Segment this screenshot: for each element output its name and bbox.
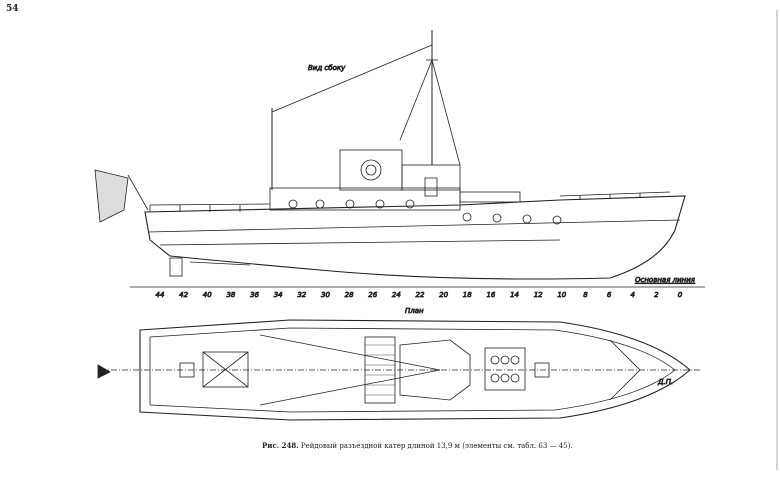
plan-label: План: [405, 307, 424, 315]
frame-number: 34: [274, 291, 283, 299]
liferafts: [490, 355, 520, 383]
wheelhouse: [339, 149, 403, 191]
frame-number: 36: [250, 291, 259, 299]
liferaft-rack: [484, 347, 526, 391]
frame-number: 28: [345, 291, 354, 299]
stern-flag-icon: [97, 364, 111, 379]
forward-hatch: [459, 191, 521, 203]
flagstaff: [127, 174, 149, 211]
rubbing-strake: [159, 239, 561, 246]
frame-number: 12: [534, 291, 543, 299]
deckhouse: [401, 164, 461, 191]
grating: [364, 336, 396, 404]
page-number: 54: [6, 4, 19, 14]
frame-number: 16: [486, 291, 495, 299]
frame-number: 10: [557, 291, 566, 299]
frame-number: 32: [297, 291, 306, 299]
centerline-label: Д.П.: [657, 378, 673, 386]
figure-number: Рис. 248.: [262, 441, 299, 450]
frame-number: 18: [463, 291, 472, 299]
frame-number: 14: [510, 291, 519, 299]
aft-rail: [149, 203, 271, 212]
boom: [271, 44, 433, 113]
frame-number: 8: [583, 291, 588, 299]
frame-number: 38: [226, 291, 235, 299]
sheer-line: [147, 219, 681, 233]
rudder: [169, 257, 183, 277]
frame-number: 0: [678, 291, 683, 299]
plan-view: [97, 319, 700, 421]
fwd-rail: [559, 191, 671, 200]
frame-number: 42: [179, 291, 188, 299]
frame-number: 30: [321, 291, 330, 299]
caption-text: Рейдовый разъездной катер длиной 13,9 м …: [300, 442, 573, 450]
frame-number: 22: [416, 291, 425, 299]
frame-number: 26: [368, 291, 377, 299]
frame-number: 2: [654, 291, 659, 299]
side-view-label: Вид сбоку: [308, 64, 346, 72]
frame-number: 6: [607, 291, 612, 299]
plan-outline: [139, 319, 691, 421]
lifebuoy: [360, 159, 382, 181]
flag-icon: [94, 169, 129, 223]
portholes: [288, 199, 562, 225]
frame-number: 4: [630, 291, 634, 299]
figure-caption: Рис. 248. Рейдовый разъездной катер длин…: [262, 441, 573, 450]
side-view: [94, 30, 705, 288]
hull: [144, 195, 686, 280]
frame-number: 20: [439, 291, 448, 299]
wheelhouse-plan: [399, 339, 471, 401]
frame-number: 40: [203, 291, 212, 299]
frame-number: 24: [392, 291, 401, 299]
base-line-label: Основная линия: [635, 276, 695, 284]
aft-hatch: [202, 351, 249, 388]
frame-number: 44: [156, 291, 165, 299]
